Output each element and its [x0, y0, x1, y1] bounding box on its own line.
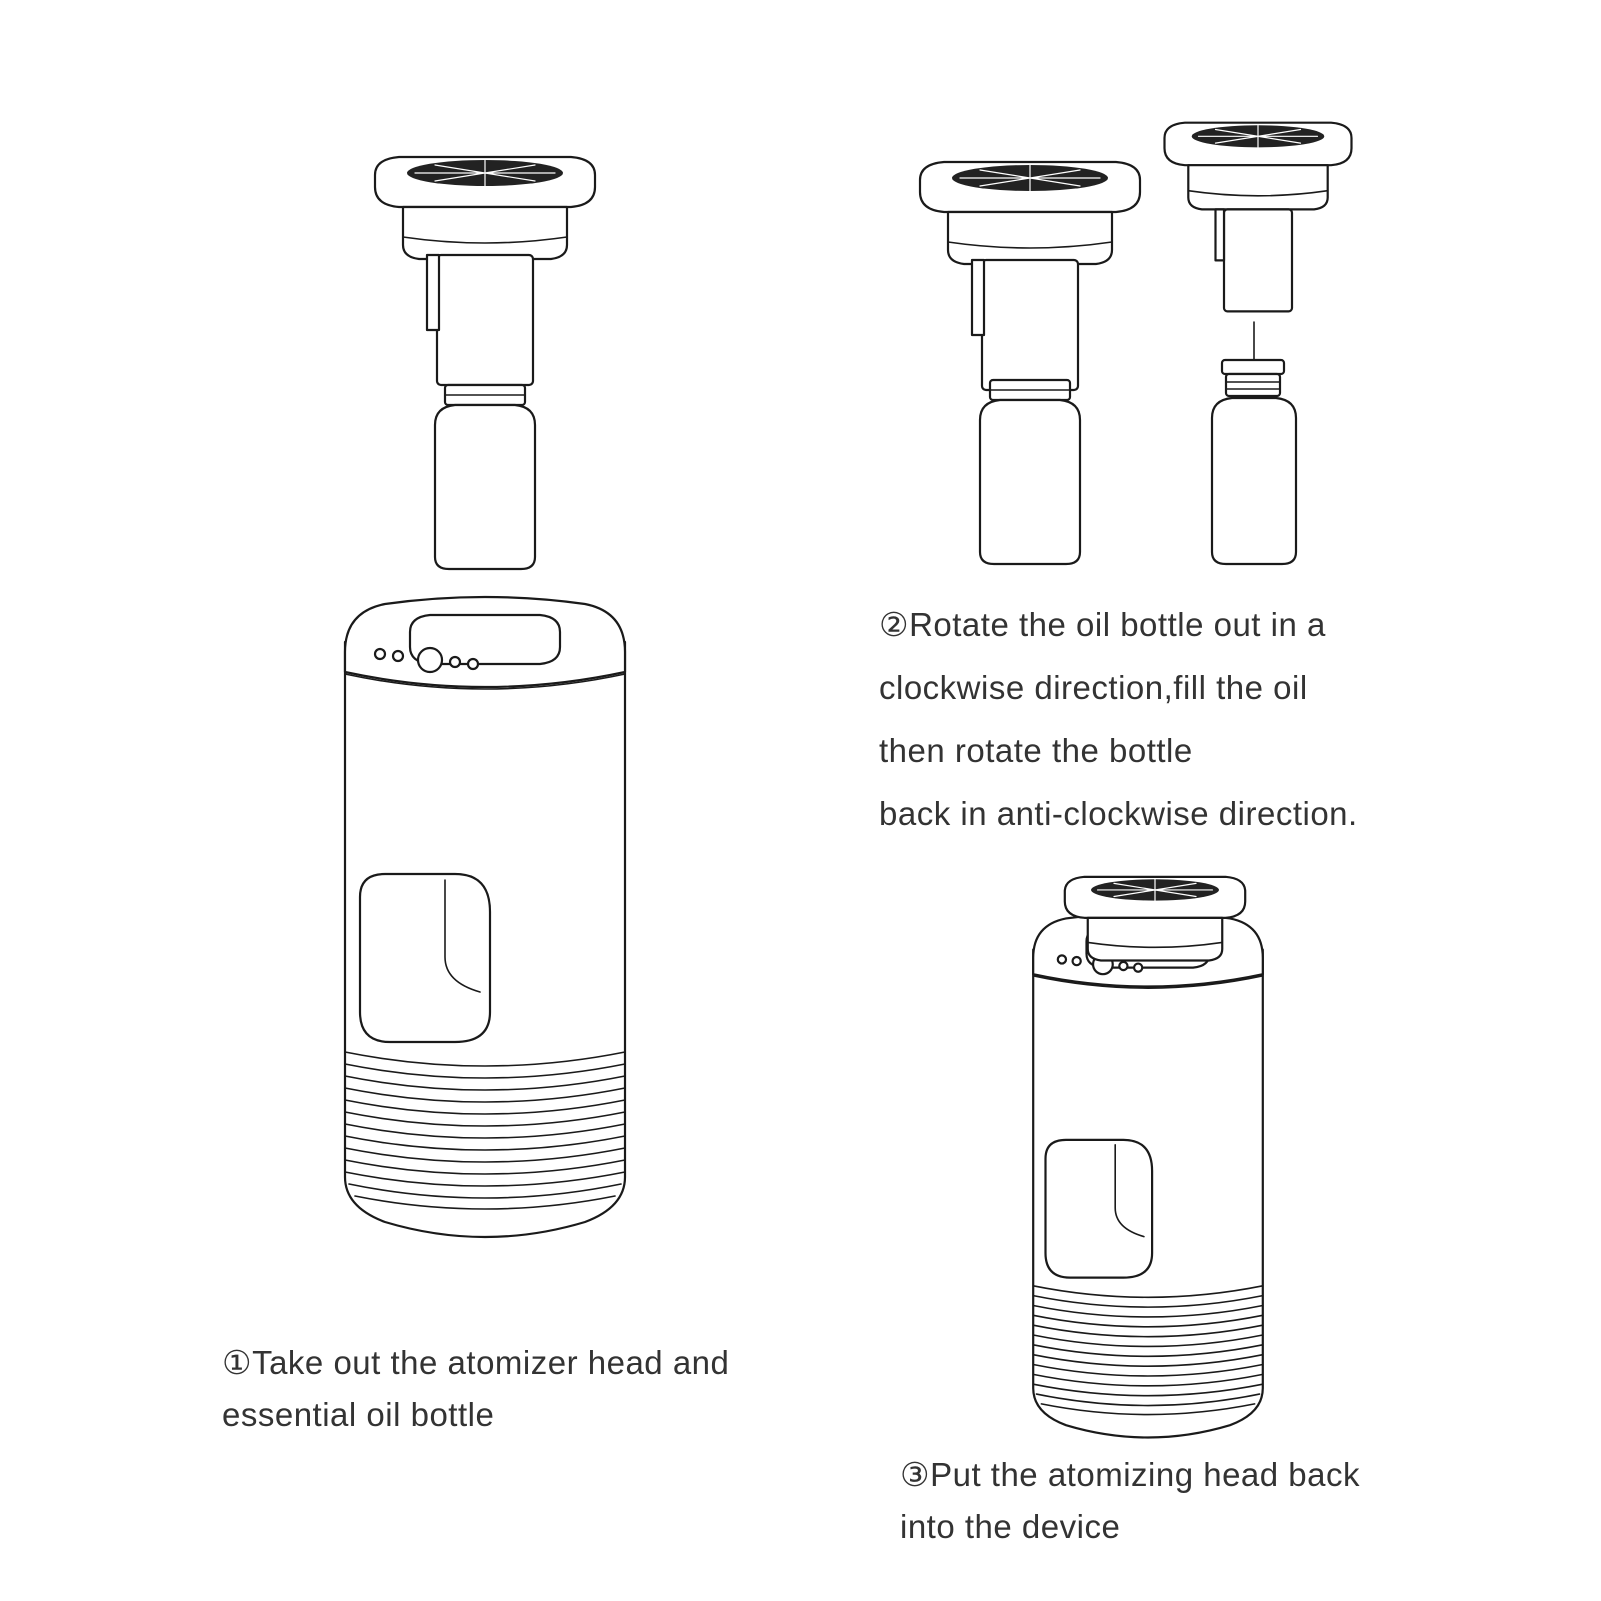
step1-line-2: essential oil bottle — [222, 1396, 495, 1433]
step1-illustration — [343, 155, 627, 1239]
step2-illustration — [918, 121, 1353, 566]
step3-line-2: into the device — [900, 1508, 1121, 1545]
step3-illustration — [1032, 875, 1264, 1439]
step2-line-3: then rotate the bottle — [879, 732, 1193, 769]
step1-caption: ①Take out the atomizer head and essentia… — [222, 1346, 729, 1450]
step2-line-2: clockwise direction,fill the oil — [879, 669, 1308, 706]
step2-line-1: ②Rotate the oil bottle out in a — [879, 606, 1326, 643]
step1-line-1: ①Take out the atomizer head and — [222, 1344, 730, 1381]
step3-line-1: ③Put the atomizing head back — [900, 1456, 1361, 1493]
step3-caption: ③Put the atomizing head back into the de… — [900, 1458, 1360, 1562]
open-oil-bottle — [1212, 360, 1296, 564]
step2-line-4: back in anti-clockwise direction. — [879, 795, 1358, 832]
step2-caption: ②Rotate the oil bottle out in a clockwis… — [879, 608, 1358, 860]
